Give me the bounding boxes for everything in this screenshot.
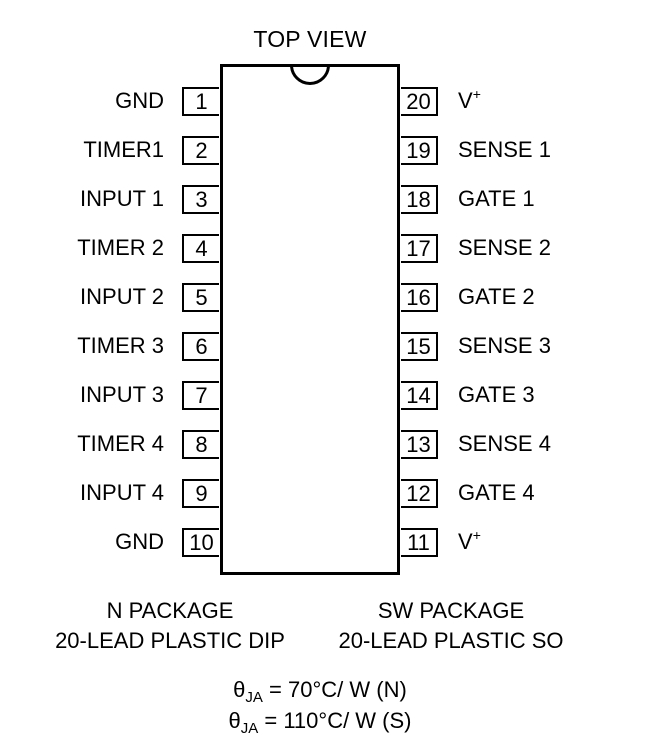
pin-label: INPUT 3: [80, 382, 164, 407]
pin-number: 10: [182, 528, 219, 557]
pin-number: 11: [401, 528, 438, 557]
pin-label: GATE 1: [458, 186, 535, 211]
pin-9: INPUT 4 9: [0, 479, 219, 509]
pin-number: 7: [182, 381, 219, 410]
pin-17: 17 SENSE 2: [401, 234, 645, 264]
pin-label: SENSE 2: [458, 235, 551, 260]
package-caption-sw: SW PACKAGE 20-LEAD PLASTIC SO: [320, 596, 582, 656]
pin-label-superscript: +: [472, 86, 481, 102]
pin-label: TIMER 4: [77, 431, 164, 456]
pin-7: INPUT 3 7: [0, 381, 219, 411]
ic-package-body: [220, 64, 400, 575]
pin1-notch: [290, 67, 330, 85]
pin-label: GND: [115, 529, 164, 554]
pin-10: GND 10: [0, 528, 219, 558]
pin-label: V+: [458, 86, 481, 113]
pin-number: 20: [401, 87, 438, 116]
diagram-title: TOP VIEW: [253, 26, 367, 52]
pin-label: GATE 3: [458, 382, 535, 407]
thermal-resistance-n: θJA = 70°C/ W (N): [233, 677, 407, 706]
package-description: 20-LEAD PLASTIC DIP: [55, 628, 285, 653]
pin-number: 4: [182, 234, 219, 263]
pin-18: 18 GATE 1: [401, 185, 645, 215]
pin-label: INPUT 1: [80, 186, 164, 211]
pin-number: 12: [401, 479, 438, 508]
pin-number: 17: [401, 234, 438, 263]
pin-label: INPUT 4: [80, 480, 164, 505]
pin-4: TIMER 2 4: [0, 234, 219, 264]
pin-label: SENSE 3: [458, 333, 551, 358]
pin-3: INPUT 1 3: [0, 185, 219, 215]
pin-number: 13: [401, 430, 438, 459]
pin-number: 6: [182, 332, 219, 361]
package-name: N PACKAGE: [106, 598, 234, 623]
package-caption-n: N PACKAGE 20-LEAD PLASTIC DIP: [40, 596, 300, 656]
pin-11: 11 V+: [401, 528, 645, 558]
pin-13: 13 SENSE 4: [401, 430, 645, 460]
pin-2: TIMER1 2: [0, 136, 219, 166]
pin-label-superscript: +: [472, 527, 481, 543]
pin-6: TIMER 3 6: [0, 332, 219, 362]
pin-number: 1: [182, 87, 219, 116]
package-description: 20-LEAD PLASTIC SO: [338, 628, 564, 653]
pin-15: 15 SENSE 3: [401, 332, 645, 362]
pin-number: 2: [182, 136, 219, 165]
pin-8: TIMER 4 8: [0, 430, 219, 460]
pin-16: 16 GATE 2: [401, 283, 645, 313]
pin-label: SENSE 1: [458, 137, 551, 162]
pin-label: V+: [458, 527, 481, 554]
pin-number: 16: [401, 283, 438, 312]
pin-label: SENSE 4: [458, 431, 551, 456]
pin-label: TIMER 3: [77, 333, 164, 358]
pin-number: 14: [401, 381, 438, 410]
pin-label: GATE 2: [458, 284, 535, 309]
thermal-resistance-s: θJA = 110°C/ W (S): [228, 708, 412, 737]
pin-number: 3: [182, 185, 219, 214]
pin-number: 8: [182, 430, 219, 459]
pin-label: INPUT 2: [80, 284, 164, 309]
pin-label: GND: [115, 88, 164, 113]
thermal-resistance: θJA = 70°C/ W (N) θJA = 110°C/ W (S): [180, 674, 460, 736]
pin-14: 14 GATE 3: [401, 381, 645, 411]
pin-label: GATE 4: [458, 480, 535, 505]
pin-label: TIMER 2: [77, 235, 164, 260]
pin-label: TIMER1: [83, 137, 164, 162]
pin-19: 19 SENSE 1: [401, 136, 645, 166]
pin-5: INPUT 2 5: [0, 283, 219, 313]
package-name: SW PACKAGE: [377, 598, 525, 623]
pin-1: GND 1: [0, 87, 219, 117]
pin-number: 9: [182, 479, 219, 508]
pin-number: 18: [401, 185, 438, 214]
pin-20: 20 V+: [401, 87, 645, 117]
pin-12: 12 GATE 4: [401, 479, 645, 509]
pin-number: 15: [401, 332, 438, 361]
pin-number: 5: [182, 283, 219, 312]
pin-number: 19: [401, 136, 438, 165]
